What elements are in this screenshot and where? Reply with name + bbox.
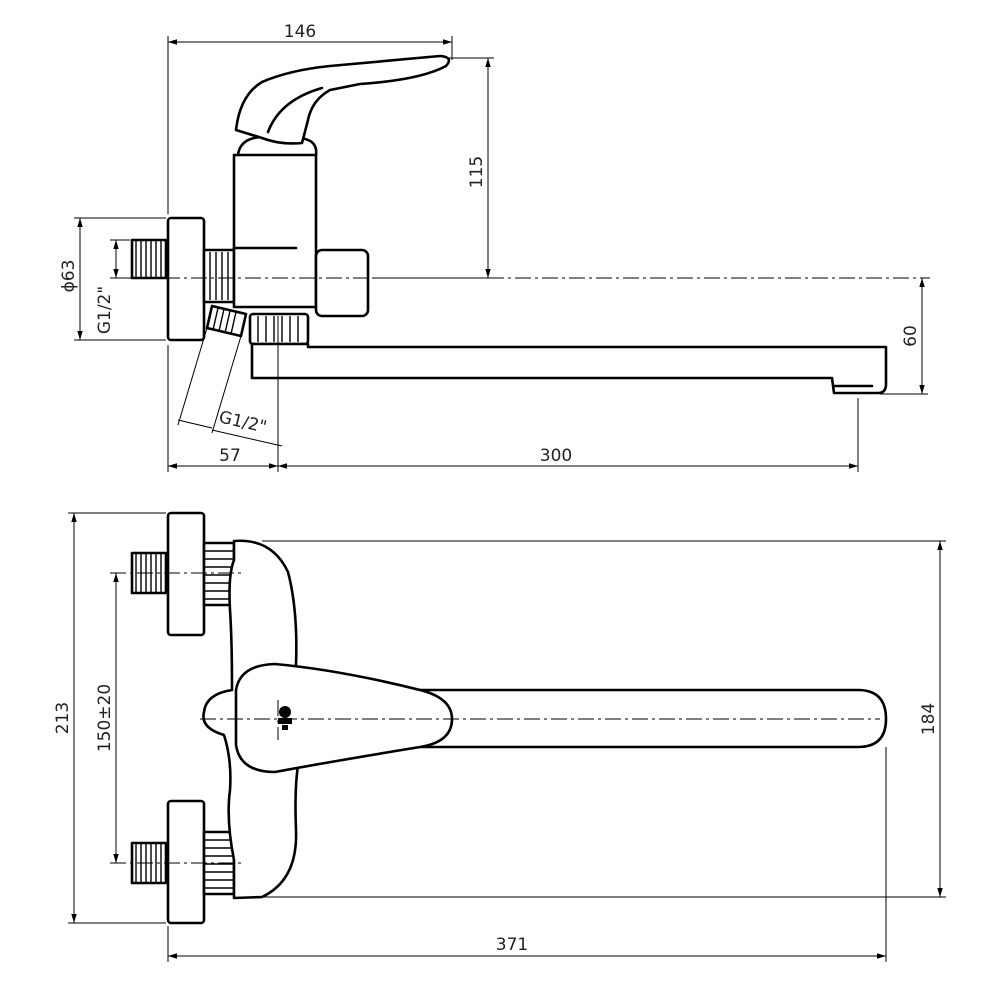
lever-handle-side <box>234 54 451 145</box>
swivel-nut-side <box>248 312 310 346</box>
dim-60-label: 60 <box>901 325 921 347</box>
lever-handle-top <box>234 662 454 774</box>
dim-371-label: 371 <box>496 935 528 955</box>
side-dimensions: 146 115 ϕ63 G1/2" G1/2" 57 300 60 <box>59 22 928 472</box>
dim-57-label: 57 <box>219 446 241 466</box>
spout-side <box>250 342 888 395</box>
eccentric-nut-side <box>202 248 236 304</box>
dim-146-label: 146 <box>284 22 316 42</box>
dim-300-label: 300 <box>540 446 572 466</box>
diverter-block-side <box>314 248 370 318</box>
dim-184-label: 184 <box>919 703 939 735</box>
dim-213-label: 213 <box>53 702 73 734</box>
inlet-nipple-side <box>130 238 168 280</box>
brand-logo-icon <box>278 706 292 730</box>
mixer-body-side <box>232 153 318 309</box>
dim-115-label: 115 <box>467 156 487 188</box>
dim-centers-label: 150±20 <box>95 684 115 752</box>
dim-diameter-label: ϕ63 <box>59 260 79 293</box>
lower-flange-top <box>166 799 206 925</box>
top-view <box>110 511 888 925</box>
outlet-nipple-side <box>205 304 248 338</box>
top-dimensions: 213 150±20 184 371 <box>53 512 946 962</box>
upper-flange-top <box>166 511 206 637</box>
wall-flange-side <box>166 216 206 342</box>
side-view <box>110 54 930 395</box>
dim-thread-inlet-label: G1/2" <box>95 286 115 334</box>
